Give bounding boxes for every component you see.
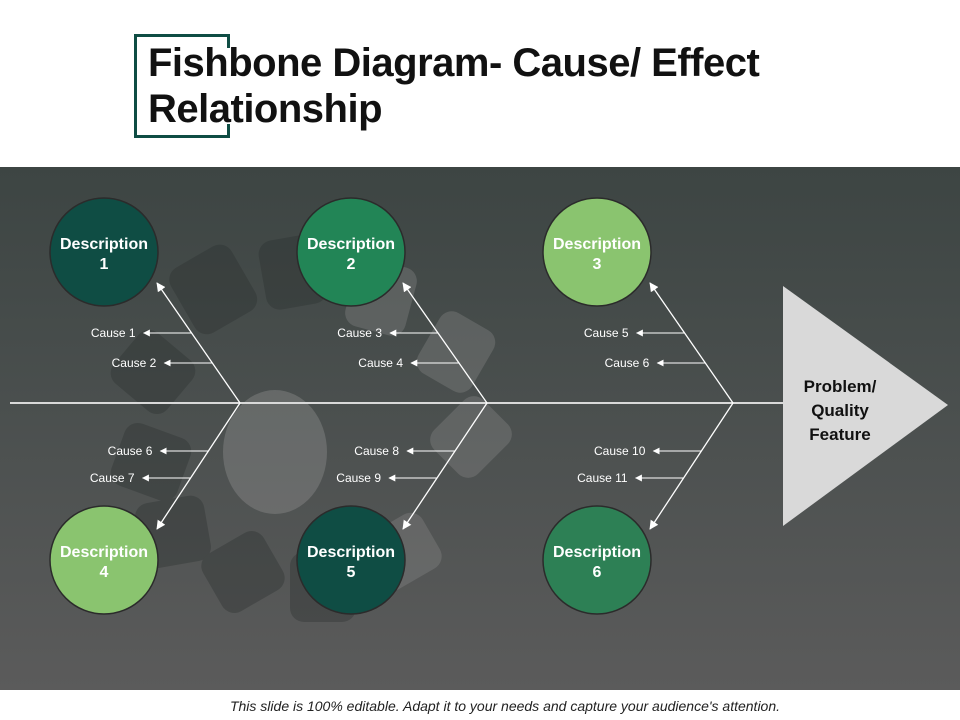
cause-label: Cause 6 [605,356,650,370]
fishbone-diagram: Cause 1 Cause 2 Cause 3 Cause 4 Cause 5 Cause… [10,197,948,622]
cause-label: Cause 2 [112,356,157,370]
description-label-line: 5 [347,564,356,581]
effect-triangle [783,286,948,526]
description-label-line: 3 [593,256,602,273]
cause-label: Cause 7 [90,471,135,485]
description-circle [49,505,159,615]
cause-label: Cause 3 [337,326,382,340]
cause-label: Cause 9 [336,471,381,485]
page-title: Fishbone Diagram- Cause/ Effect Relation… [148,41,760,131]
description-circle [542,505,652,615]
description-circle [542,197,652,307]
footer-note: This slide is 100% editable. Adapt it to… [229,698,781,714]
description-label-line: Description [60,544,148,561]
fishbone-bones: Cause 1 Cause 2 Cause 3 Cause 4 Cause 5 Cause… [10,282,790,530]
description-label-line: Description [307,236,395,253]
description-label-line: 1 [100,256,109,273]
description-nodes: Description1Description2Description3Desc… [49,197,652,615]
description-label-line: 6 [593,564,602,581]
cause-label: Cause 6 [108,444,153,458]
top-bone-arrow [402,282,488,404]
fishbone-diagram-panel: Cause 1 Cause 2 Cause 3 Cause 4 Cause 5 Cause… [0,167,960,690]
cause-label: Cause 8 [354,444,399,458]
bottom-bone-arrow [402,402,488,530]
effect-label-line: Feature [809,425,870,444]
description-label-line: 4 [100,564,109,581]
bottom-bone-arrow [649,402,734,530]
effect-label-line: Quality [811,401,869,420]
description-label-line: Description [60,236,148,253]
top-bone-arrow [649,282,734,404]
description-circle [296,197,406,307]
description-label-line: Description [553,236,641,253]
cause-label: Cause 4 [358,356,403,370]
cause-label: Cause 1 [91,326,136,340]
bottom-bone-arrow [156,402,241,530]
description-circle [296,505,406,615]
cause-label: Cause 5 [584,326,629,340]
description-label-line: Description [553,544,641,561]
effect-label-line: Problem/ [804,377,877,396]
top-bone-arrow [156,282,241,404]
description-label-line: Description [307,544,395,561]
cause-label: Cause 10 [594,444,646,458]
cause-label: Cause 11 [577,471,628,485]
title-frame-decoration [134,34,230,138]
description-circle [49,197,159,307]
description-label-line: 2 [347,256,356,273]
